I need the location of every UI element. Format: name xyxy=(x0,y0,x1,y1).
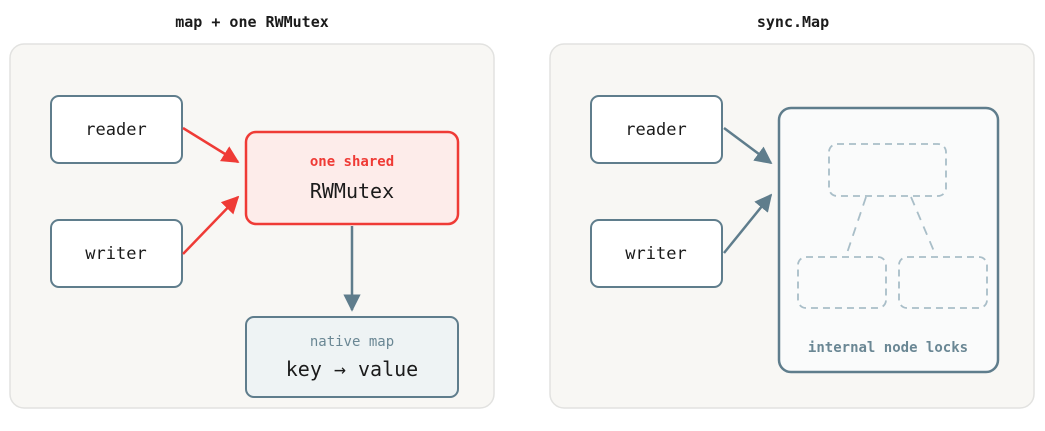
tree-left-node xyxy=(797,256,887,309)
left-panel-title: map + one RWMutex xyxy=(175,13,329,31)
right-writer-arrow xyxy=(723,193,773,254)
left-writer-node xyxy=(50,219,183,288)
reader-to-mutex-arrow xyxy=(182,126,240,164)
tree-right-node xyxy=(898,256,988,309)
left-reader-label: reader xyxy=(85,120,146,140)
right-reader-node xyxy=(590,95,723,164)
native-map-label: key → value xyxy=(286,357,418,381)
native-map-node xyxy=(245,316,459,398)
writer-to-mutex-arrow xyxy=(182,195,240,255)
native-map-caption: native map xyxy=(310,334,394,350)
left-writer-label: writer xyxy=(85,244,146,264)
right-writer-label: writer xyxy=(625,244,686,264)
right-writer-node xyxy=(590,219,723,288)
rwmutex-caption: one shared xyxy=(310,154,394,170)
tree-edge-right xyxy=(910,196,937,257)
right-panel-title: sync.Map xyxy=(757,13,829,31)
right-reader-label: reader xyxy=(625,120,686,140)
right-reader-arrow xyxy=(723,126,773,165)
rwmutex-label: RWMutex xyxy=(310,179,394,203)
internal-node-locks-label: internal node locks xyxy=(808,340,968,356)
tree-root-node xyxy=(828,143,947,197)
sync-map-container xyxy=(777,106,1000,374)
rwmutex-node xyxy=(244,130,460,226)
tree-edge-left xyxy=(845,196,867,257)
left-reader-node xyxy=(50,95,183,164)
